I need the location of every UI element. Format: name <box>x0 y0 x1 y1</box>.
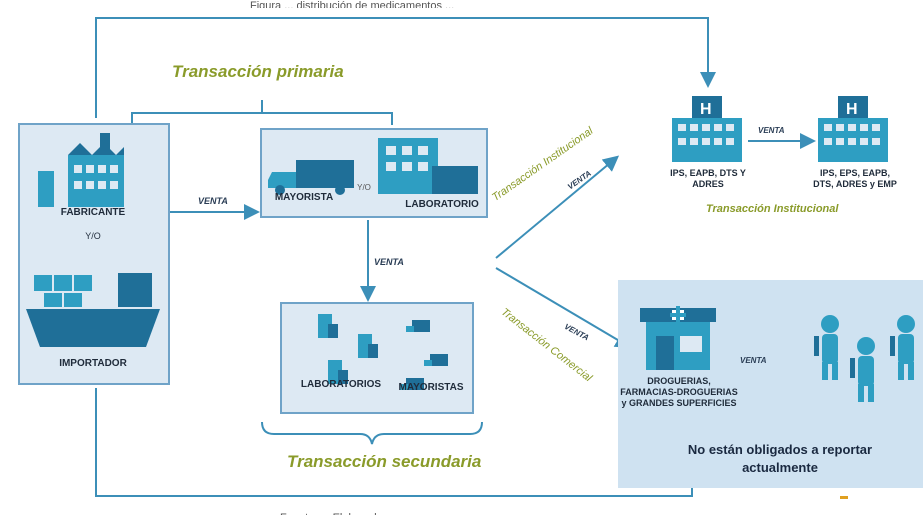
label-fabricante: FABRICANTE <box>60 207 126 218</box>
factory-icon <box>38 133 124 207</box>
label-no-obligados-1: No están obligados a reportar <box>687 442 873 457</box>
label-drog-line1: DROGUERIAS, <box>647 376 711 386</box>
label-drog-line3: y GRANDES SUPERFICIES <box>621 398 737 408</box>
venta-label-2: VENTA <box>374 257 404 267</box>
header-caption: Figura ... distribución de medicamentos … <box>250 0 455 8</box>
laboratory-building-icon <box>378 138 478 194</box>
label-laboratorio: LABORATORIO <box>405 199 479 210</box>
venta-label-5: VENTA <box>758 126 785 135</box>
arrow-to-comercial <box>495 267 632 349</box>
label-eps-line1: IPS, EPS, EAPB, <box>819 168 891 178</box>
label-importador: IMPORTADOR <box>59 358 127 369</box>
venta-label-6: VENTA <box>740 356 767 365</box>
label-y-o-2: Y/O <box>357 183 371 192</box>
truck-icon <box>268 160 354 195</box>
box-mayorista-laboratorio <box>260 128 488 218</box>
venta-label-1: VENTA <box>198 196 228 206</box>
label-ips-line2: ADRES <box>692 179 724 189</box>
label-laboratorios: LABORATORIOS <box>300 379 382 390</box>
decorative-mark <box>840 496 848 499</box>
arrow-to-institucional <box>495 155 620 259</box>
svg-text:H: H <box>700 101 712 118</box>
title-transaccion-primaria: Transacción primaria <box>172 62 344 81</box>
brace-secundaria <box>261 421 483 445</box>
box-fabricante-importador <box>18 123 170 385</box>
svg-text:H: H <box>846 101 858 118</box>
bracket-primaria <box>131 100 393 125</box>
label-mayorista: MAYORISTA <box>274 192 334 203</box>
box-laboratorios-mayoristas <box>280 302 474 414</box>
label-transaccion-institucional: Transacción Institucional <box>706 203 839 215</box>
label-mayoristas: MAYORISTAS <box>398 382 464 393</box>
label-drog-line2: FARMACIAS-DROGUERIAS <box>620 387 738 397</box>
label-no-obligados-2: actualmente <box>742 460 818 475</box>
label-ips-line1: IPS, EAPB, DTS Y <box>670 168 746 178</box>
ship-icon <box>26 273 160 347</box>
secondary-icons <box>318 314 448 390</box>
arrow-fabricante-to-ips <box>95 17 716 118</box>
footer-caption: Fuente: ... Elaborado ... <box>280 508 640 515</box>
label-eps-line2: DTS, ADRES y EMP <box>813 179 897 189</box>
title-transaccion-secundaria: Transacción secundaria <box>287 452 482 471</box>
label-y-o-1: Y/O <box>85 231 101 241</box>
